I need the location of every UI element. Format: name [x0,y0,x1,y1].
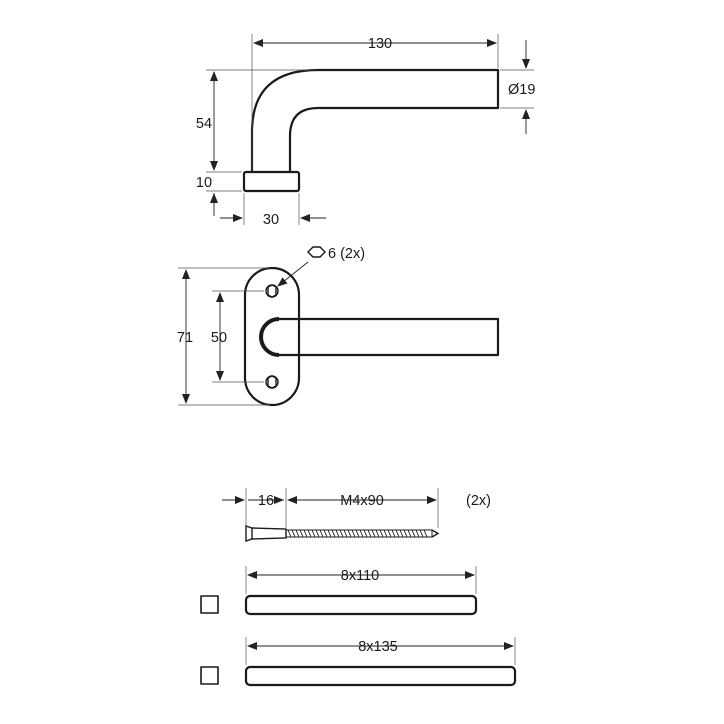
screw-detail: 16 M4x90 (2x) [222,488,491,542]
dim-rose-depth-label: 30 [263,212,279,228]
dim-thread-spec-label: M4x90 [340,493,384,509]
screw-note-label: 6 (2x) [328,246,365,262]
dim-rise-label: 54 [196,116,212,132]
dim-screw-spacing-label: 50 [211,330,227,346]
screw-bottom-icon [265,375,279,389]
dim-diameter-label: Ø19 [508,82,535,98]
spindle-long-section-icon [200,666,219,685]
spindle-short-section-icon [200,595,219,614]
dim-spindle-short-label: 8x110 [341,568,379,584]
rose-side [242,170,301,193]
dim-length-label: 130 [368,36,392,52]
screw-thread-icon [287,529,428,538]
hex-key-icon [307,246,326,258]
dim-spindle-long-label: 8x135 [358,639,398,655]
lever-front-outline [259,317,500,357]
handle-side-view: 130 Ø19 54 10 30 [196,34,535,228]
handle-front-view: 6 (2x) 71 50 [177,246,500,407]
rose-plate [243,266,301,407]
spindle-short: 8x110 [200,566,478,616]
spindle-long: 8x135 [200,637,517,687]
screw-top-icon [265,284,279,298]
dim-plate-height-label: 71 [177,330,193,346]
spindle-short-bar [244,594,478,616]
dim-screw-head-label: 16 [258,493,274,509]
screw-quantity-label: (2x) [466,493,491,509]
dim-rose-height-label: 10 [196,175,212,191]
lever-side-outline [250,68,500,172]
spindle-long-bar [244,665,517,687]
